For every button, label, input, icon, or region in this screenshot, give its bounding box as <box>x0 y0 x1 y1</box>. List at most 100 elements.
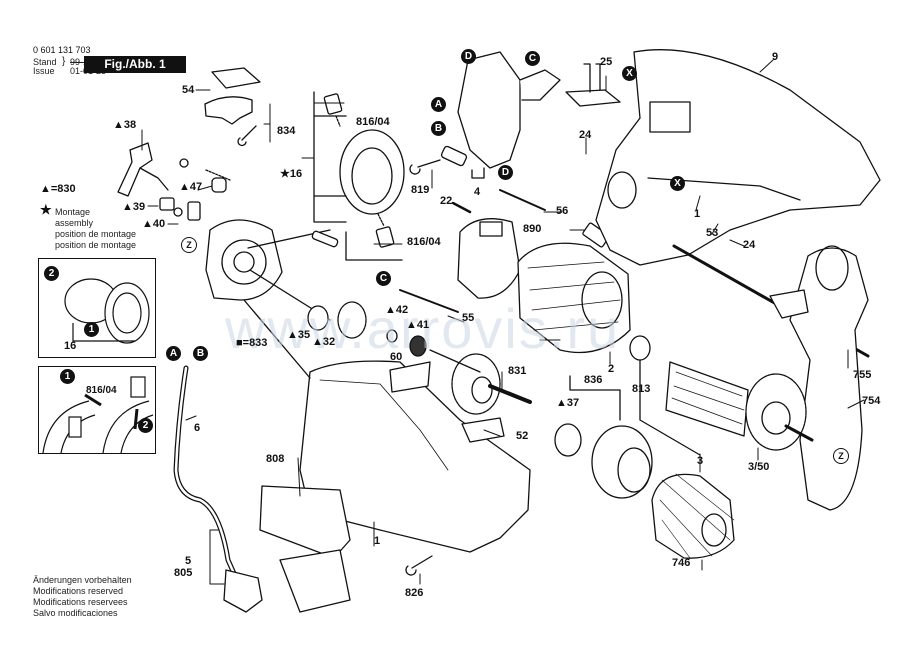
part-37-bearing <box>554 423 582 457</box>
part-746-chuck <box>651 473 735 559</box>
label-35: ▲35 <box>287 329 311 341</box>
label-755: 755 <box>853 369 872 381</box>
label-836: 836 <box>584 374 603 386</box>
star-symbol: ★ <box>40 202 52 217</box>
part-52-label <box>461 417 505 443</box>
screw-22 <box>451 201 472 214</box>
label-52: 52 <box>516 430 529 442</box>
callout-C-switch: C <box>525 51 540 66</box>
part-39 <box>159 197 175 211</box>
label-56: 56 <box>556 205 569 217</box>
label-816-04-top: 816/04 <box>356 116 390 128</box>
label-1-housing: 1 <box>694 208 701 220</box>
label-24-bottom: 24 <box>743 239 756 251</box>
part-831-gear <box>451 353 501 415</box>
part-9-housing-half <box>595 49 881 266</box>
part-1-motor-housing <box>299 360 531 553</box>
issue-label: Issue <box>33 66 55 76</box>
callout-Z-plate: Z <box>181 237 197 253</box>
label-831: 831 <box>508 365 527 377</box>
label-55: 55 <box>462 312 475 324</box>
label-808: 808 <box>266 453 285 465</box>
part-805-plug <box>223 569 263 613</box>
label-834: 834 <box>277 125 296 137</box>
screw-819 <box>409 159 441 175</box>
label-6: 6 <box>194 422 201 434</box>
callout-B-switch: B <box>431 121 446 136</box>
part-25-clip <box>565 89 621 107</box>
label-47: ▲47 <box>179 181 203 193</box>
part-41-bearing <box>409 335 427 357</box>
part-834-cover <box>204 96 253 125</box>
label-9: 9 <box>772 51 779 63</box>
wire-55 <box>399 289 459 313</box>
part-16-brush-plate <box>339 129 405 215</box>
part-60-label <box>389 361 431 393</box>
figure-label: Fig./Abb. 1 <box>84 56 186 73</box>
screw-826 <box>405 555 433 576</box>
label-2: 2 <box>608 363 615 375</box>
footer-note-de: Änderungen vorbehalten <box>33 575 132 585</box>
callout-B-cable: B <box>193 346 208 361</box>
watermark: www.arrovis.ru <box>225 297 621 360</box>
label-38: ▲38 <box>113 119 137 131</box>
label-4: 4 <box>474 186 481 198</box>
label-1-motor: 1 <box>374 535 381 547</box>
callout-X-housing: X <box>670 176 685 191</box>
step-1-badge-b: 1 <box>60 369 75 384</box>
callout-A-switch: A <box>431 97 446 112</box>
assembly-note-1: Montage <box>55 207 91 217</box>
label-826: 826 <box>405 587 424 599</box>
callout-D-wire: D <box>498 165 513 180</box>
step-1-badge: 1 <box>84 322 99 337</box>
label-3-50: 3/50 <box>748 461 770 473</box>
callout-X-clip: X <box>622 66 637 81</box>
label-16: ★16 <box>280 168 303 180</box>
step-2-badge-b: 2 <box>138 418 153 433</box>
part-40 <box>173 207 183 217</box>
callout-D-switch: D <box>461 49 476 64</box>
label-5: 5 <box>185 555 192 567</box>
label-54: 54 <box>182 84 195 96</box>
label-53: 53 <box>706 227 719 239</box>
part-47 <box>187 201 201 221</box>
inset-brush-replace-drawing <box>42 376 154 454</box>
label-60: 60 <box>390 351 403 363</box>
part-38-lever <box>117 142 153 197</box>
footer-note-fr: Modifications reservees <box>33 597 128 607</box>
callout-A-cable: A <box>166 346 181 361</box>
part-6-cable <box>173 365 239 581</box>
label-41: ▲41 <box>406 319 430 331</box>
label-42: ▲42 <box>385 304 409 316</box>
label-37: ▲37 <box>556 397 580 409</box>
label-39: ▲39 <box>122 201 146 213</box>
assembly-note-3: position de montage <box>55 229 137 239</box>
label-805: 805 <box>174 567 193 579</box>
inset-brush-replace <box>38 366 156 454</box>
part-number: 0 601 131 703 <box>33 45 91 55</box>
footer-note-en: Modifications reserved <box>33 586 124 596</box>
callout-Z-armature: Z <box>833 448 849 464</box>
label-24-top: 24 <box>579 129 592 141</box>
bolt <box>311 230 339 248</box>
brace: } <box>62 56 66 67</box>
label-816-inset: 816/04 <box>86 385 117 396</box>
part-42-washer <box>386 329 398 343</box>
assembly-note-4: position de montage <box>55 240 137 250</box>
part-808-grip-label <box>259 485 351 559</box>
label-40: ▲40 <box>142 218 166 230</box>
label-890: 890 <box>523 223 542 235</box>
rear-housing-plate <box>205 219 283 301</box>
footer-note-es: Salvo modificaciones <box>33 608 118 618</box>
assembly-note-2: assembly <box>55 218 94 228</box>
label-16-inset: 16 <box>64 340 77 352</box>
part-35 <box>307 305 329 331</box>
part-813-bearing <box>629 335 651 361</box>
label-3: 3 <box>697 455 704 467</box>
label-813: 813 <box>632 383 651 395</box>
step-2-badge: 2 <box>44 266 59 281</box>
label-22: 22 <box>440 195 453 207</box>
wire-56 <box>499 189 546 211</box>
part-3-armature <box>665 361 749 437</box>
